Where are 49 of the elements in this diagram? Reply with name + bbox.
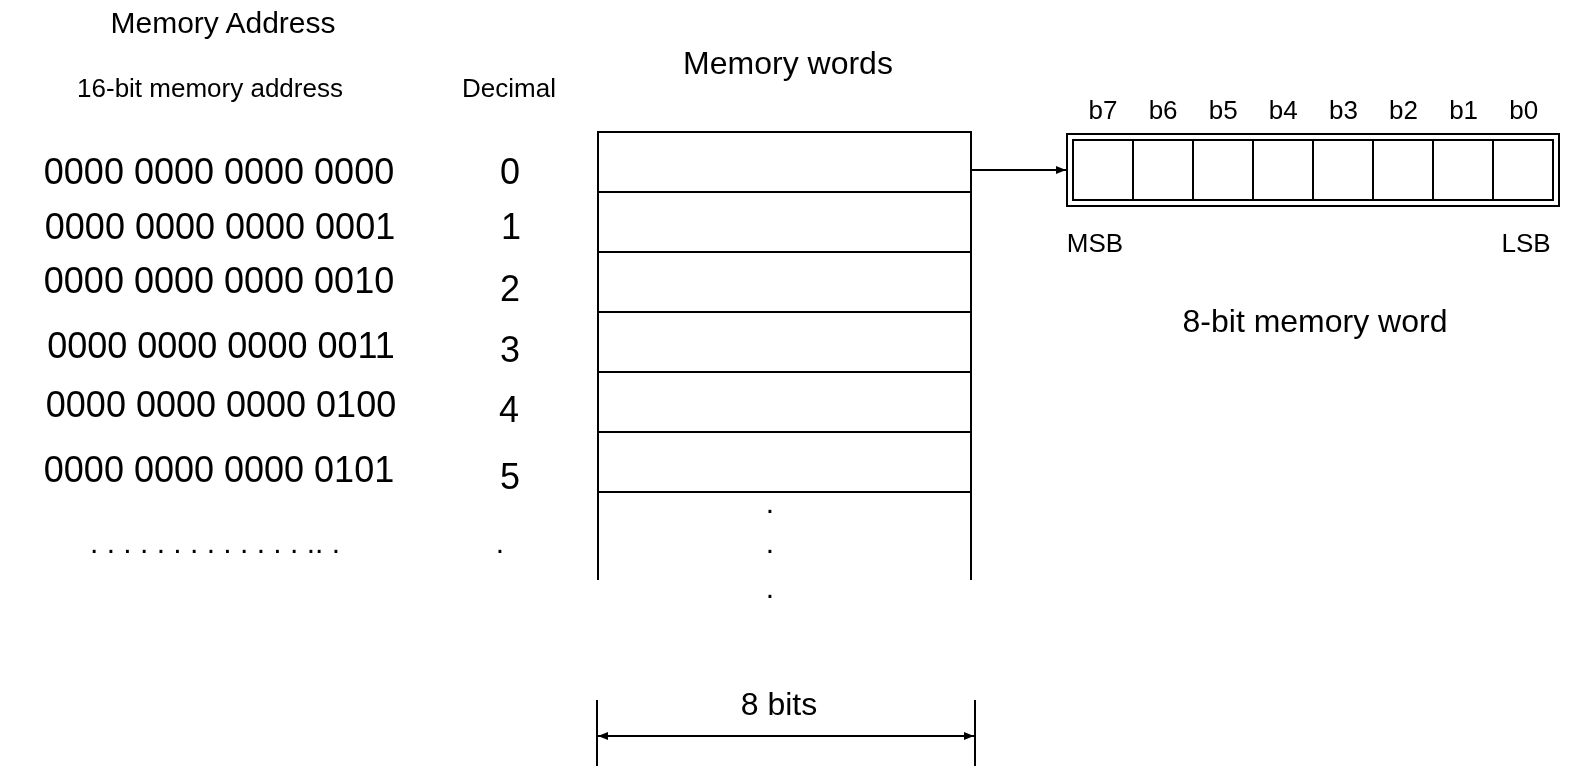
address-value: 0000 0000 0000 0011 [47, 326, 395, 366]
decimal-value: 5 [500, 457, 520, 497]
ellipsis-dots: . [765, 525, 775, 559]
bit-label: LSB [1501, 228, 1551, 258]
bit-number: b6 [1148, 95, 1178, 125]
ellipsis-dots: . [765, 570, 775, 604]
memory-word-register [1066, 133, 1560, 207]
address-value: 0000 0000 0000 0001 [44, 207, 396, 247]
ellipsis-dots: . [765, 485, 775, 519]
memory-word-cell [597, 371, 972, 433]
address-value: 0000 0000 0000 0101 [43, 450, 395, 490]
bit-number: b4 [1268, 95, 1298, 125]
memory-word-cell [597, 131, 972, 193]
bit-number: b7 [1088, 95, 1118, 125]
decimal-value: 2 [500, 269, 520, 309]
address-value: 0000 0000 0000 0100 [45, 385, 397, 425]
bit-number: b1 [1449, 95, 1479, 125]
bit-number: b0 [1509, 95, 1539, 125]
dimension-label: 8 bits [740, 687, 818, 723]
caption: 8-bit memory word [1182, 304, 1448, 340]
bit-cell [1132, 139, 1194, 201]
bit-label: MSB [1066, 228, 1124, 258]
address-value: 0000 0000 0000 0000 [43, 152, 395, 192]
heading: Memory Address [110, 5, 336, 39]
bit-cell [1492, 139, 1554, 201]
bit-number: b5 [1208, 95, 1238, 125]
address-value: 0000 0000 0000 0010 [43, 261, 395, 301]
column-heading: Decimal [462, 73, 556, 103]
bit-cell [1312, 139, 1374, 201]
decimal-value: 3 [500, 330, 520, 370]
ellipsis-dots: . [495, 525, 505, 559]
decimal-value: 4 [499, 390, 519, 430]
bit-cell [1372, 139, 1434, 201]
bit-cell [1432, 139, 1494, 201]
heading: Memory words [683, 46, 893, 82]
decimal-value: 1 [501, 207, 521, 247]
column-heading: 16-bit memory address [77, 73, 343, 103]
memory-word-cell [597, 431, 972, 493]
bit-cell [1192, 139, 1254, 201]
decimal-value: 0 [500, 152, 520, 192]
memory-word-cell [597, 311, 972, 373]
memory-word-cell [597, 251, 972, 313]
bit-cell [1252, 139, 1314, 201]
bit-number: b2 [1389, 95, 1418, 125]
memory-word-cell [597, 191, 972, 253]
bit-cell [1072, 139, 1134, 201]
arrow [971, 166, 1067, 174]
ellipsis-dots: . . . . . . . . . . . . . .. . [89, 525, 341, 559]
bit-number: b3 [1328, 95, 1358, 125]
